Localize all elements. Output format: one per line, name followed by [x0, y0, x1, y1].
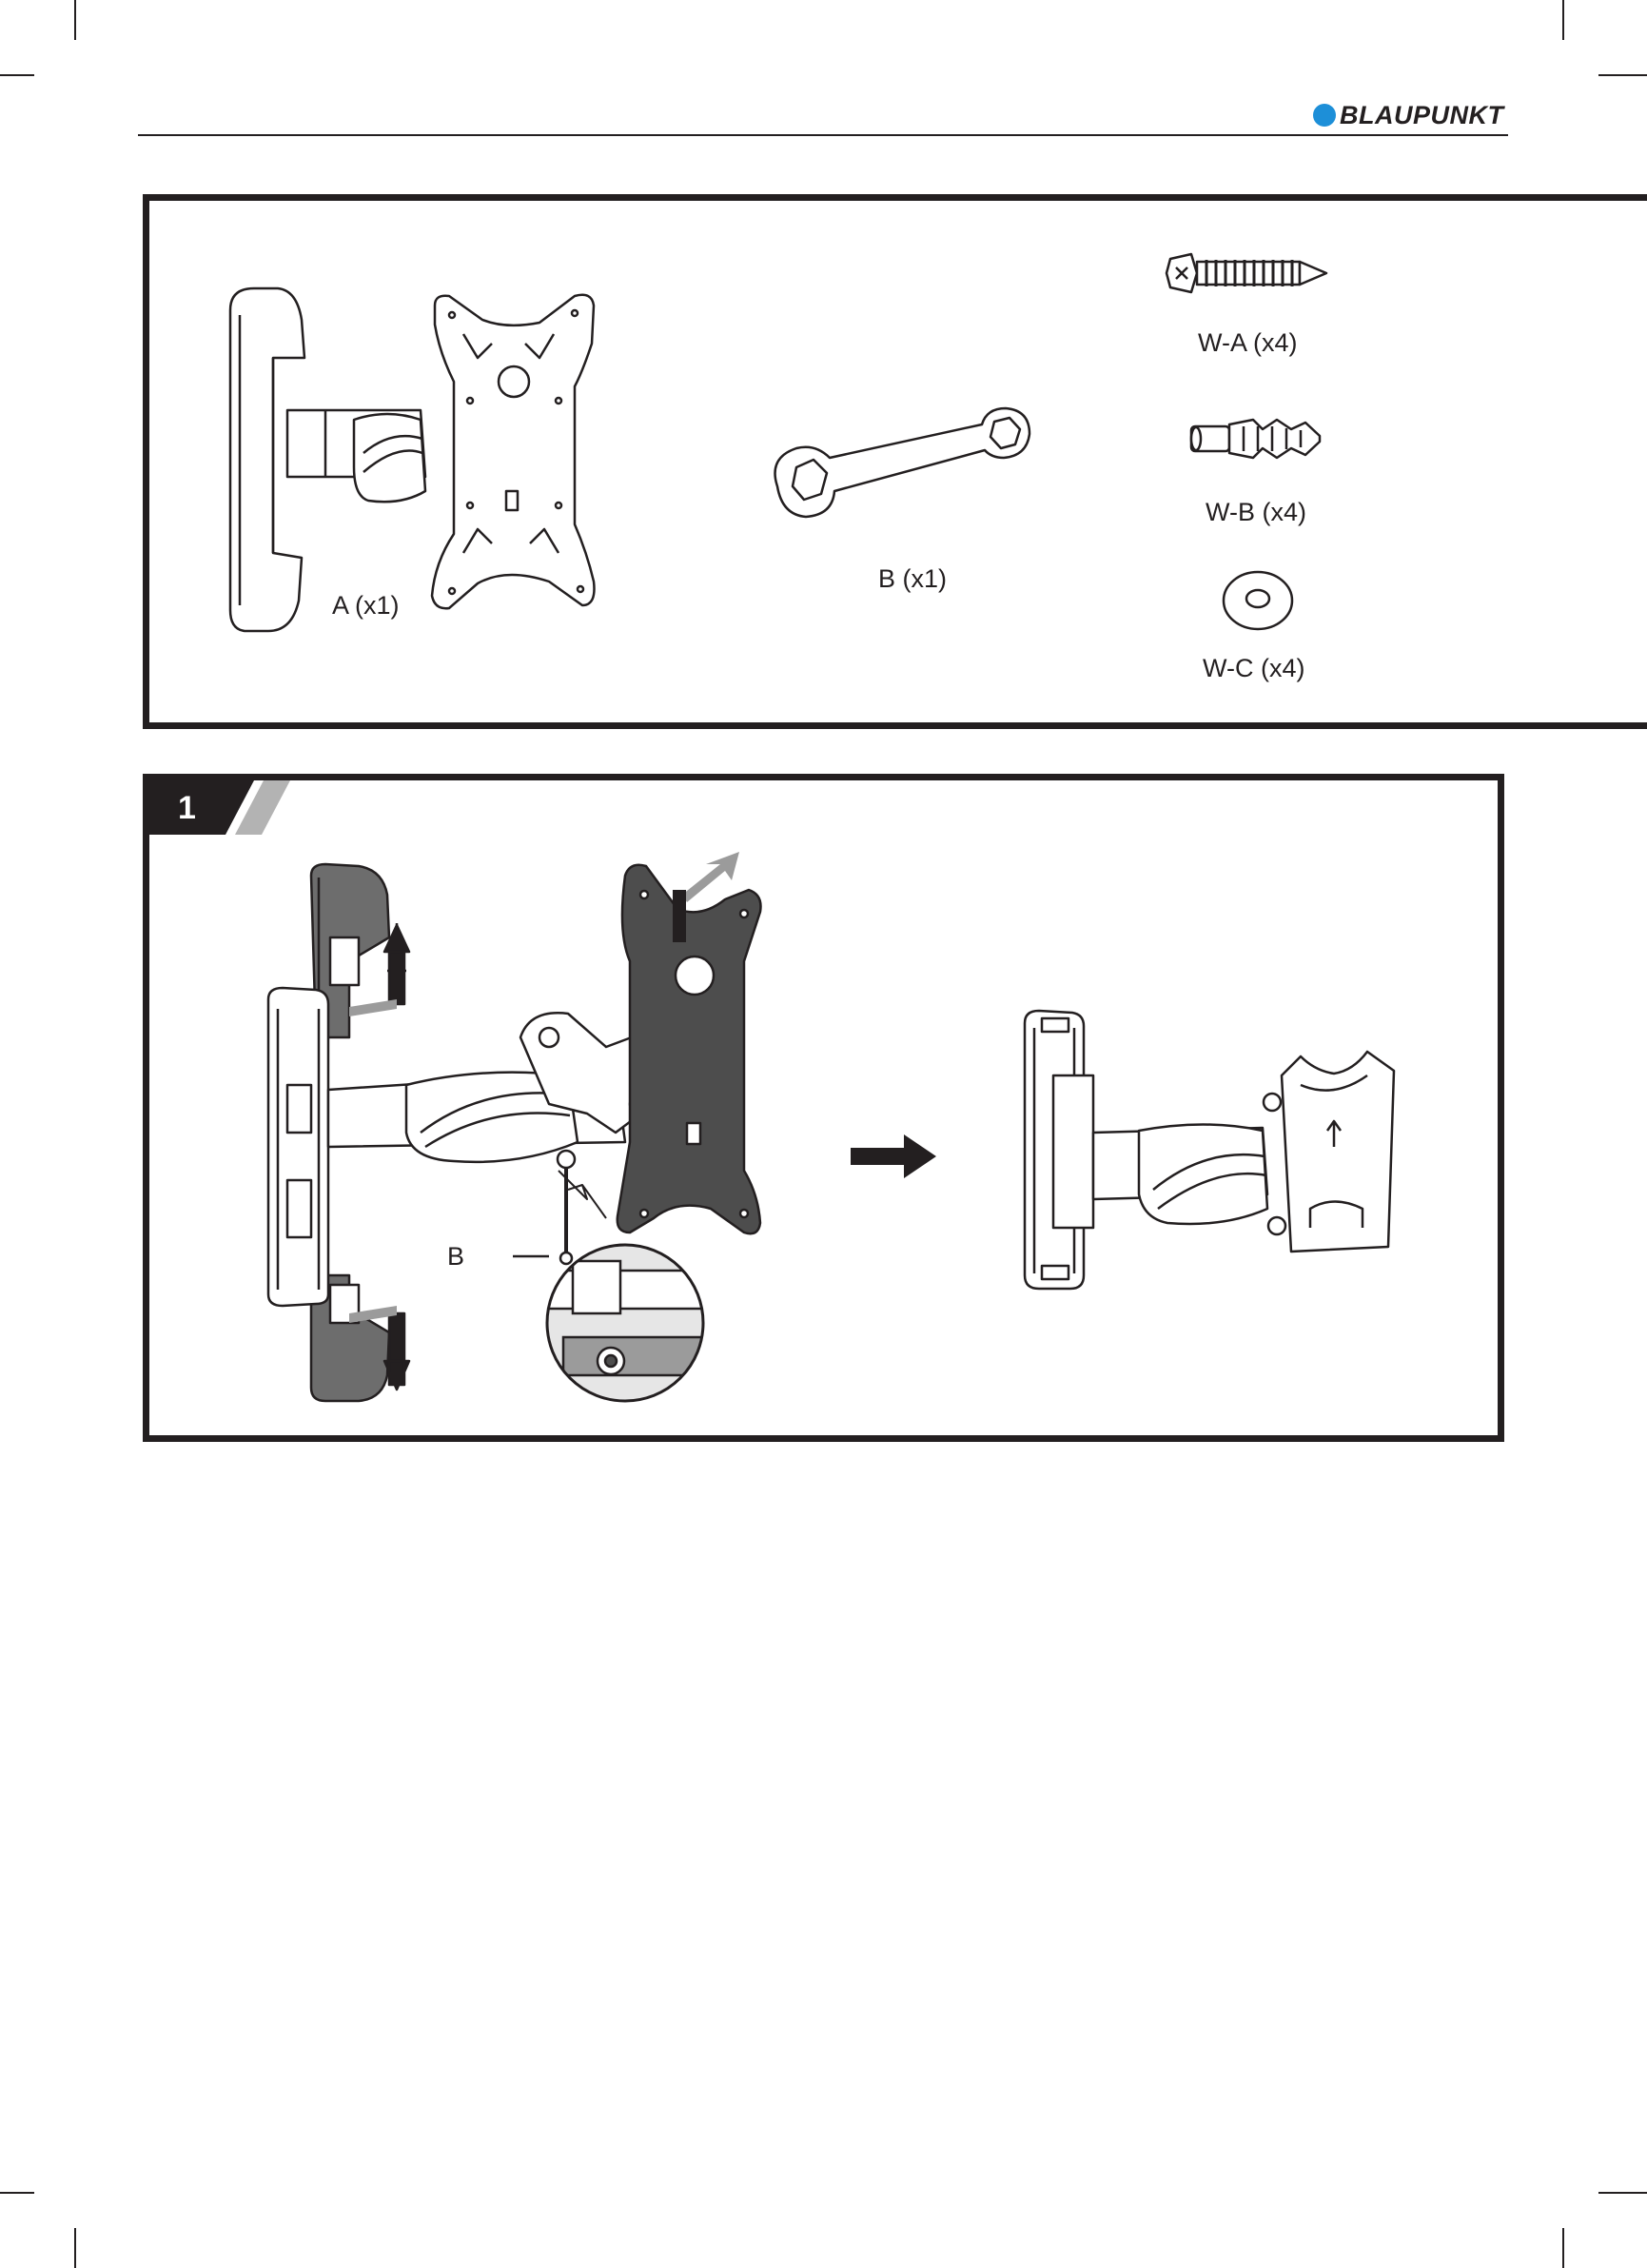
part-wa-label: W-A (x4) [1198, 328, 1298, 358]
washer-icon [1215, 567, 1301, 634]
part-wc-label: W-C (x4) [1203, 654, 1305, 683]
wall-anchor-icon [1186, 415, 1329, 463]
header-rule [138, 134, 1508, 136]
hex-wrench-icon [758, 401, 1044, 534]
direction-arrow-icon [849, 1133, 939, 1180]
part-b-label: B (x1) [878, 564, 947, 594]
crop-mark [74, 2228, 76, 2268]
step-badge [149, 780, 292, 835]
brand-logo: BLAUPUNKT [1313, 99, 1504, 131]
crop-mark [1562, 0, 1564, 40]
step-1-panel: 1 [143, 774, 1504, 1442]
part-wb-label: W-B (x4) [1206, 498, 1306, 527]
crop-mark [1562, 2228, 1564, 2268]
detail-magnifier-icon [544, 1242, 706, 1404]
crop-mark [1598, 2192, 1647, 2194]
part-a-label: A (x1) [332, 591, 400, 621]
parts-panel: A (x1) B (x1) W-A (x4) W-B (x4) [143, 194, 1647, 729]
crop-mark [74, 0, 76, 40]
brand-name: BLAUPUNKT [1340, 101, 1504, 130]
wrench-callout-label: B [447, 1242, 464, 1272]
brand-dot-icon [1313, 104, 1336, 127]
crop-mark [0, 74, 34, 76]
lag-screw-icon [1163, 245, 1334, 302]
assembled-mount-icon [1015, 1009, 1434, 1294]
step-number: 1 [178, 790, 196, 827]
crop-mark [1598, 74, 1647, 76]
wall-mount-bracket-icon [221, 277, 658, 639]
crop-mark [0, 2192, 34, 2194]
